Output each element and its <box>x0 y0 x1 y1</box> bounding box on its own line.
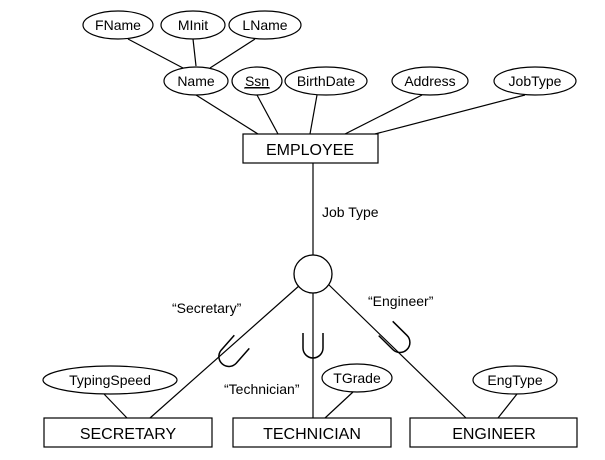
secretary-subset-symbol <box>218 334 250 368</box>
minit-link <box>192 38 197 67</box>
ssn-link <box>256 94 279 135</box>
address-link <box>344 94 423 135</box>
birthdate-link <box>309 94 318 135</box>
engineer-subset-symbol <box>378 320 411 354</box>
tgrade-link <box>324 391 354 419</box>
name-attribute: Name <box>163 66 229 96</box>
ssn-key-label: Ssn <box>245 73 269 89</box>
technician-entity: TECHNICIAN <box>232 417 392 448</box>
employee-label: EMPLOYEE <box>266 142 354 159</box>
eng-type-link <box>497 393 518 419</box>
jobtype-attribute: JobType <box>493 66 577 96</box>
name-label: Name <box>177 73 215 89</box>
typing-speed-label: TypingSpeed <box>69 372 151 388</box>
birthdate-label: BirthDate <box>297 73 356 89</box>
tgrade-attribute: TGrade <box>321 363 393 393</box>
typing-speed-attribute: TypingSpeed <box>42 365 178 395</box>
circle-to-secretary-line <box>149 284 301 419</box>
secretary-entity: SECRETARY <box>43 417 213 448</box>
lname-label: LName <box>242 17 287 33</box>
engineer-predicate-label: “Engineer” <box>368 293 434 309</box>
technician-subset-symbol <box>302 333 324 359</box>
secretary-predicate-label: “Secretary” <box>172 300 242 316</box>
engineer-entity: ENGINEER <box>409 417 578 448</box>
name-link <box>195 94 259 135</box>
fname-label: FName <box>95 17 141 33</box>
lname-attribute: LName <box>228 10 302 40</box>
technician-label: TECHNICIAN <box>263 426 361 443</box>
job-type-label: Job Type <box>322 204 379 220</box>
address-attribute: Address <box>391 66 469 96</box>
technician-predicate-label: “Technician” <box>224 381 300 397</box>
engineer-label: ENGINEER <box>452 426 536 443</box>
lname-link <box>209 38 256 69</box>
address-label: Address <box>404 73 455 89</box>
circle-to-engineer-line <box>327 283 467 419</box>
eng-type-attribute: EngType <box>472 365 558 395</box>
minit-label: MInit <box>178 17 208 33</box>
jobtype-label: JobType <box>509 73 562 89</box>
jobtype-link <box>374 94 526 135</box>
eng-type-label: EngType <box>487 372 542 388</box>
tgrade-label: TGrade <box>333 370 381 386</box>
typing-speed-link <box>103 393 128 419</box>
employee-entity: EMPLOYEE <box>242 133 379 164</box>
birthdate-attribute: BirthDate <box>284 66 368 96</box>
secretary-label: SECRETARY <box>80 426 177 443</box>
ssn-attribute: Ssn <box>231 66 283 96</box>
fname-attribute: FName <box>82 10 154 40</box>
specialization-circle <box>293 254 333 294</box>
fname-link <box>127 38 184 69</box>
minit-attribute: MInit <box>160 10 226 40</box>
